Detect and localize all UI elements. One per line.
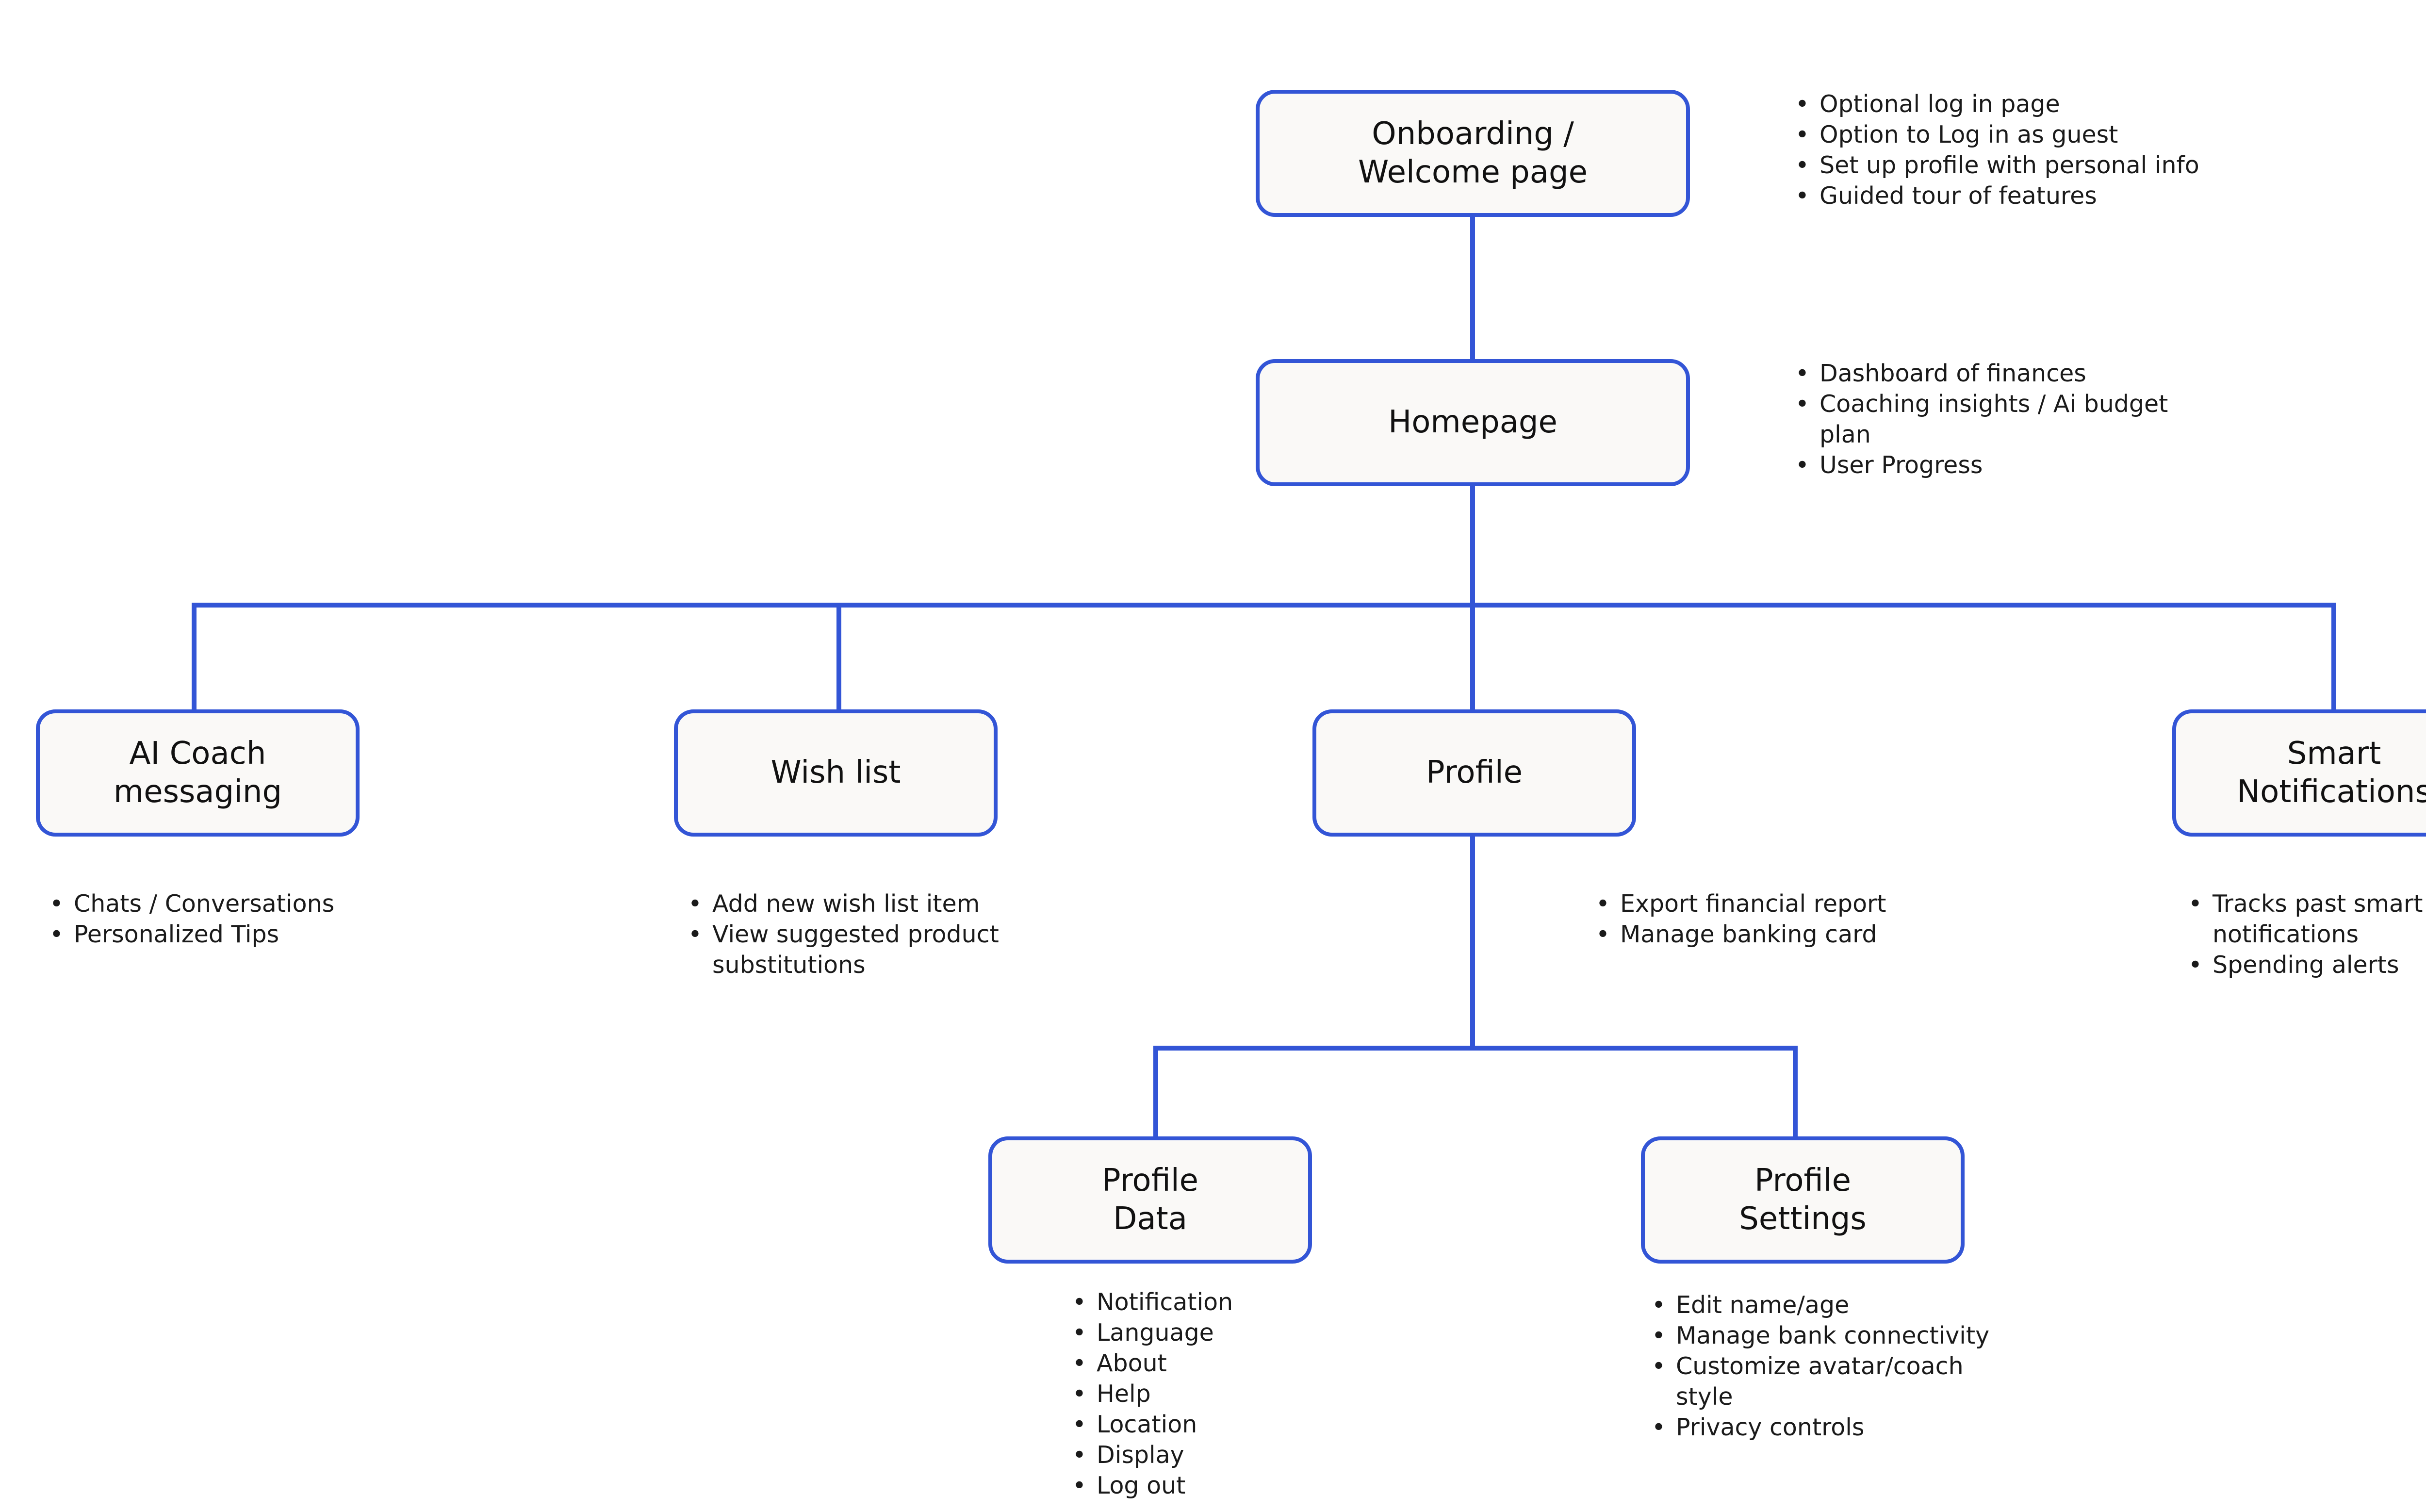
note-item: Add new wish list item [688,888,1086,919]
note-item: Edit name/age [1652,1290,2020,1320]
notes-ai-coach: Chats / Conversations Personalized Tips [49,888,486,950]
notes-smart-notifications: Tracks past smart notifications Spending… [2188,888,2426,980]
note-item: Chats / Conversations [49,888,486,919]
note-item: Spending alerts [2188,950,2426,980]
note-item: Location [1072,1409,1363,1440]
node-onboarding[interactable]: Onboarding / Welcome page [1256,90,1690,217]
notes-onboarding: Optional log in page Option to Log in as… [1795,89,2280,211]
note-item: Customize avatar/coach style [1652,1351,2020,1412]
notes-homepage: Dashboard of finances Coaching insights … [1795,358,2213,480]
note-item: Manage bank connectivity [1652,1320,2020,1351]
note-item: Dashboard of finances [1795,358,2213,389]
note-item: Optional log in page [1795,89,2280,119]
node-wish-list[interactable]: Wish list [674,709,998,837]
node-homepage[interactable]: Homepage [1256,359,1690,486]
node-smart-notifications[interactable]: Smart Notifications [2172,709,2426,837]
note-item: Personalized Tips [49,919,486,950]
node-ai-coach-messaging[interactable]: AI Coach messaging [36,709,360,837]
node-profile[interactable]: Profile [1312,709,1636,837]
note-item: Set up profile with personal info [1795,150,2280,181]
note-item: Option to Log in as guest [1795,119,2280,150]
node-profile-data[interactable]: Profile Data [988,1136,1312,1264]
notes-wish-list: Add new wish list item View suggested pr… [688,888,1086,980]
note-item: Manage banking card [1596,919,2062,950]
note-item: Notification [1072,1287,1363,1317]
note-item: User Progress [1795,450,2213,480]
note-item: Export financial report [1596,888,2062,919]
note-item: Privacy controls [1652,1412,2020,1443]
note-item: View suggested product substitutions [688,919,1086,980]
note-item: Display [1072,1440,1363,1470]
note-item: Coaching insights / Ai budget plan [1795,389,2213,450]
note-item: Log out [1072,1470,1363,1501]
notes-profile-data: Notification Language About Help Locatio… [1072,1287,1363,1501]
note-item: Language [1072,1317,1363,1348]
note-item: Help [1072,1379,1363,1409]
notes-profile: Export financial report Manage banking c… [1596,888,2062,950]
note-item: Guided tour of features [1795,181,2280,211]
note-item: Tracks past smart notifications [2188,888,2426,950]
node-profile-settings[interactable]: Profile Settings [1641,1136,1965,1264]
note-item: About [1072,1348,1363,1379]
notes-profile-settings: Edit name/age Manage bank connectivity C… [1652,1290,2020,1443]
